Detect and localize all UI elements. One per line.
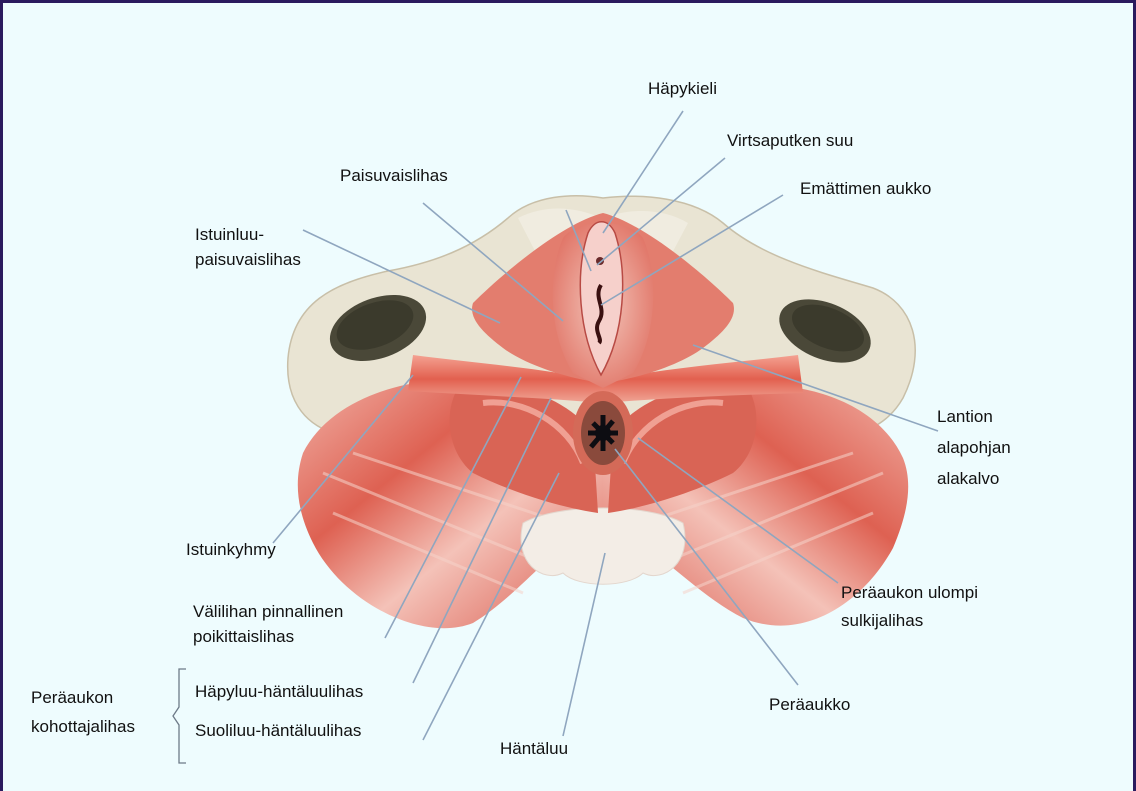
label-lantion-line1: Lantion [937, 405, 993, 429]
anus [573, 391, 633, 475]
label-hantaluu: Häntäluu [500, 737, 568, 761]
label-virtsaputken-suu: Virtsaputken suu [727, 129, 853, 153]
label-peraaukon-ulompi-line1: Peräaukon ulompi [841, 581, 978, 605]
coccyx-shape [521, 508, 685, 584]
pelvic-floor-illustration [3, 3, 1133, 791]
label-emattimen-aukko: Emättimen aukko [800, 177, 931, 201]
label-lantion-line2: alapohjan [937, 436, 1011, 460]
label-kohottajalihas-line1: Peräaukon [31, 686, 113, 710]
group-bracket [173, 669, 186, 763]
label-valilihan-line1: Välilihan pinnallinen [193, 600, 343, 624]
label-istuinluu-line2: paisuvaislihas [195, 248, 301, 272]
label-kohottajalihas-line2: kohottajalihas [31, 715, 135, 739]
diagram-frame: Häpykieli Virtsaputken suu Paisuvaisliha… [3, 3, 1133, 791]
label-peraaukon-ulompi-line2: sulkijalihas [841, 609, 923, 633]
label-peraaukko: Peräaukko [769, 693, 850, 717]
label-valilihan-line2: poikittaislihas [193, 625, 294, 649]
label-istuinluu-line1: Istuinluu- [195, 223, 264, 247]
label-paisuvaislihas: Paisuvaislihas [340, 164, 448, 188]
label-suoliluu: Suoliluu-häntäluulihas [195, 719, 361, 743]
label-istuinkyhmy: Istuinkyhmy [186, 538, 276, 562]
label-hapykieli: Häpykieli [648, 77, 717, 101]
label-lantion-line3: alakalvo [937, 467, 999, 491]
label-hapyluu: Häpyluu-häntäluulihas [195, 680, 363, 704]
